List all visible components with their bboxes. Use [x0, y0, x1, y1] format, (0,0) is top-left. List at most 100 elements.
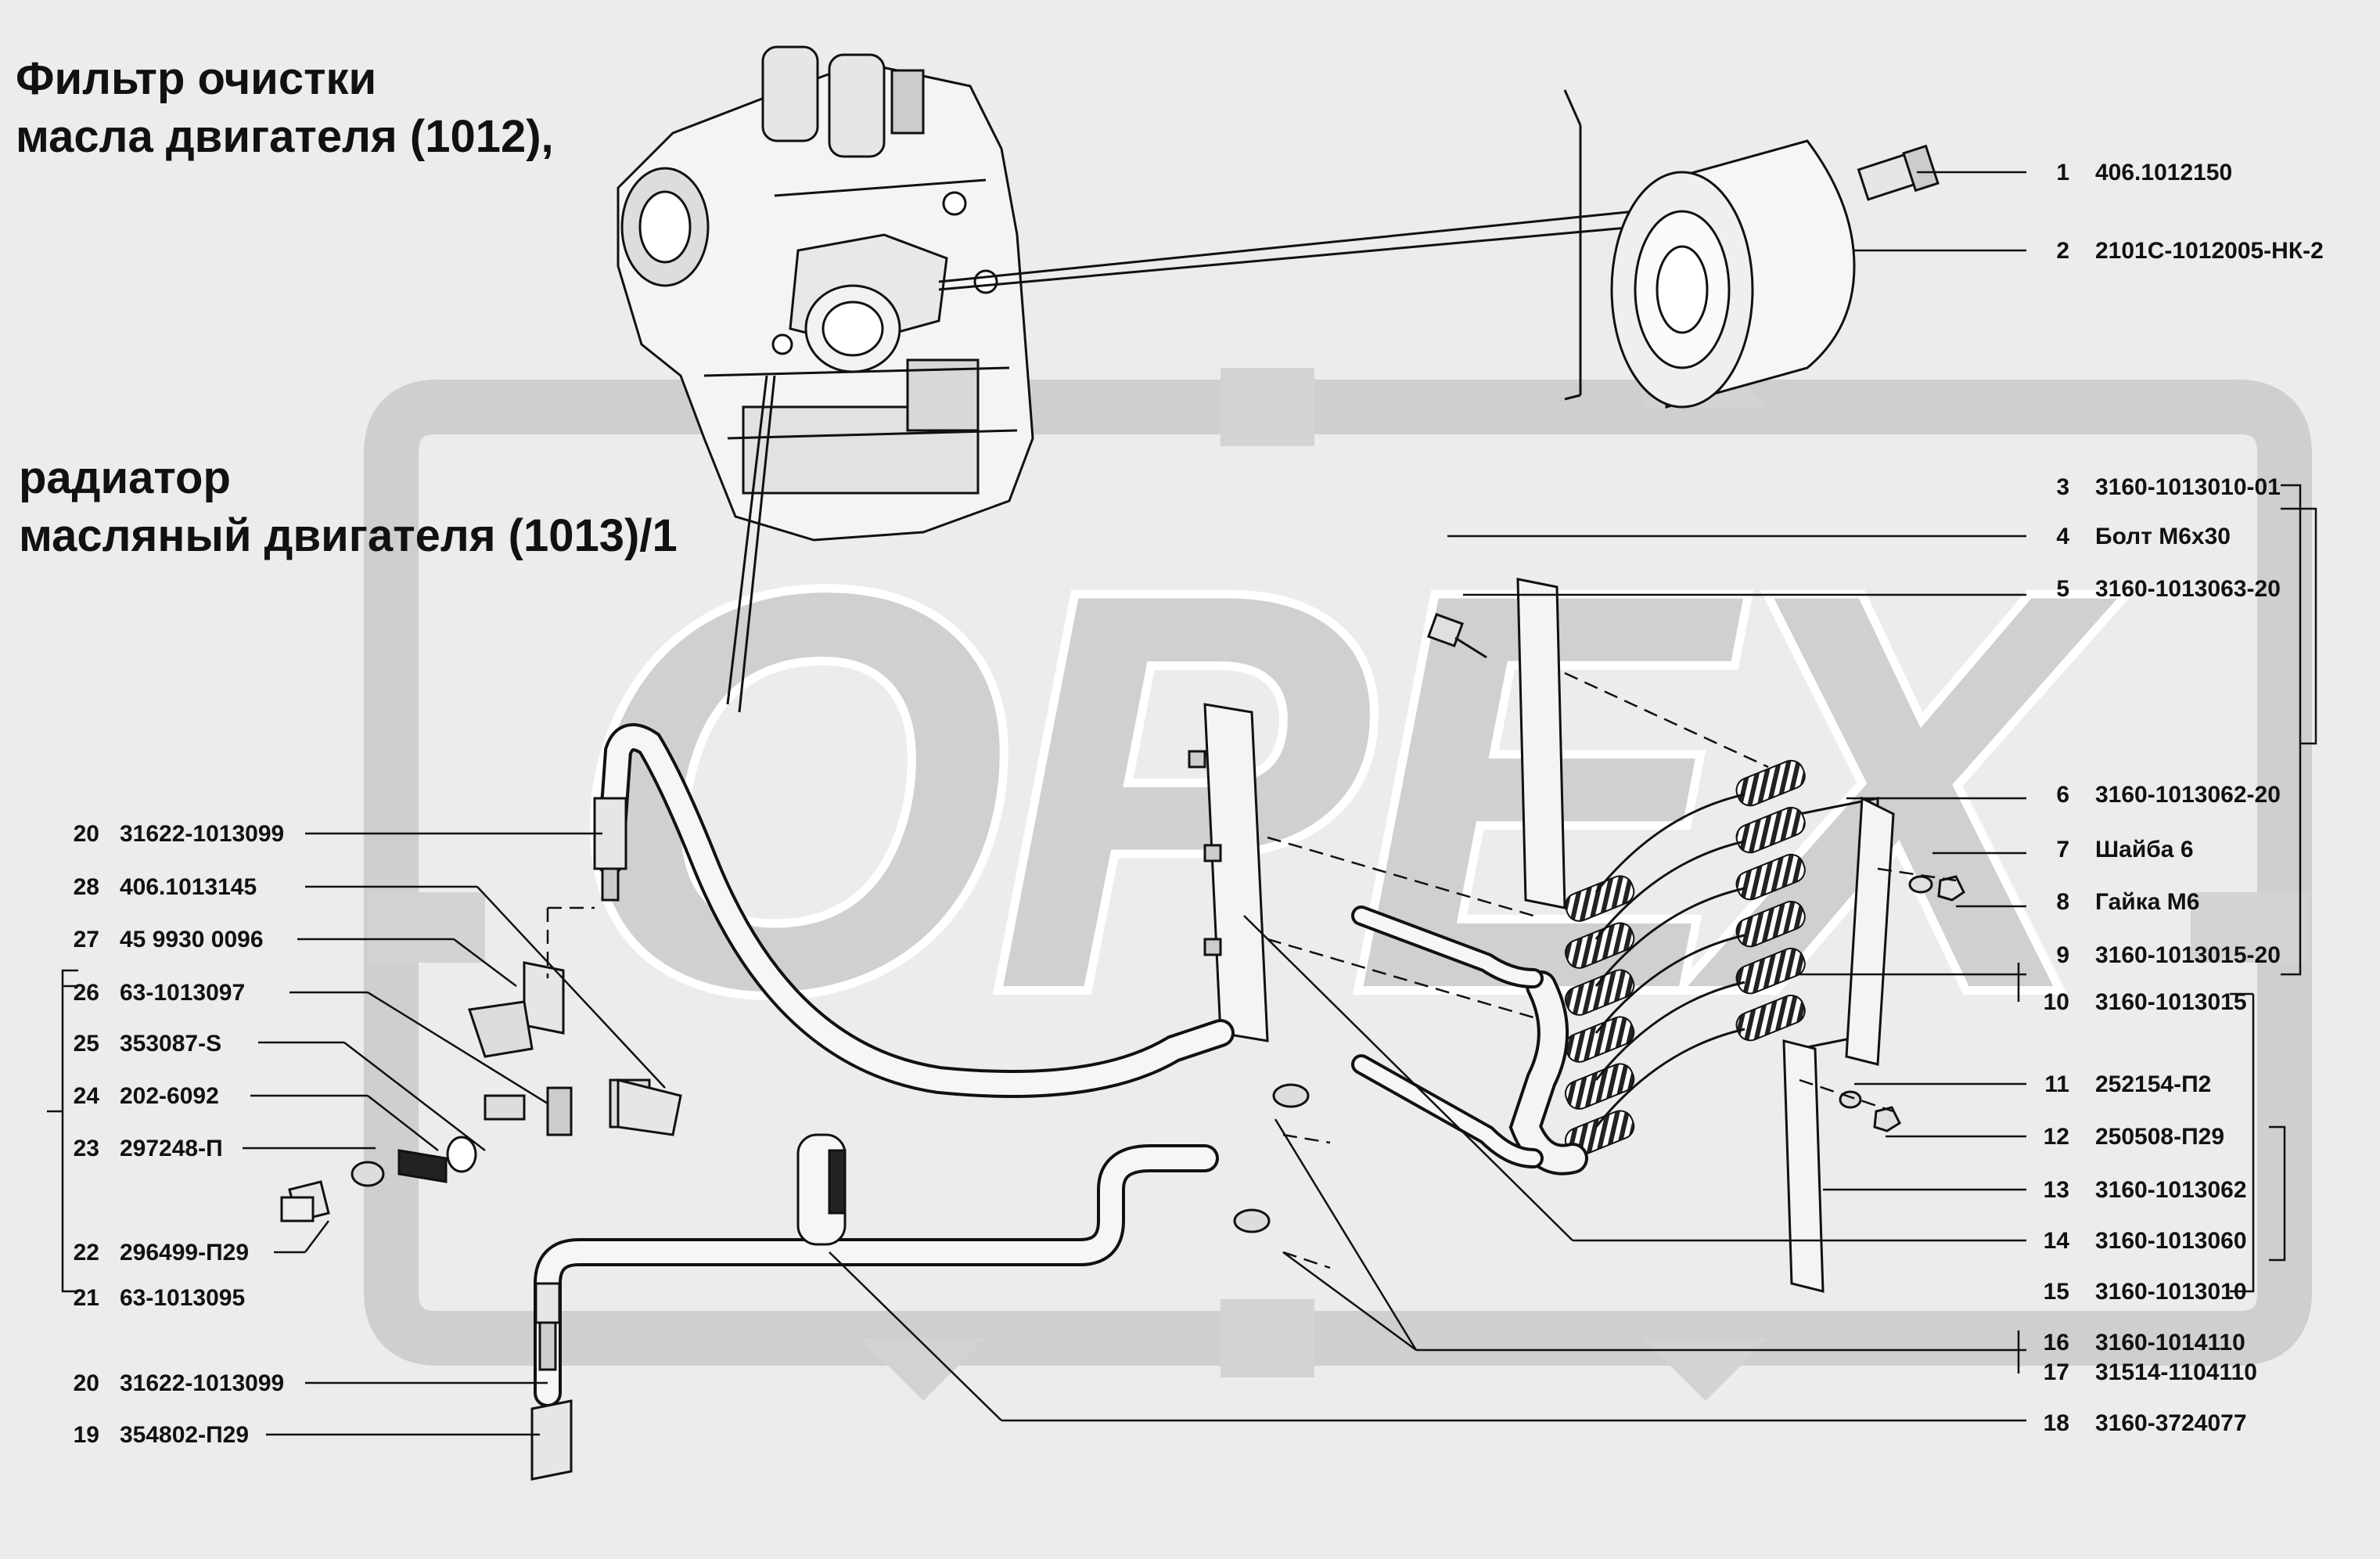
callout-17: 17 31514-1104110	[2044, 1359, 2257, 1385]
callout-number: 24	[74, 1083, 100, 1109]
callout-21: 21 63-1013095	[74, 1285, 246, 1311]
oil-lines	[534, 723, 1544, 1407]
oil-filter-fitting	[1857, 144, 1940, 201]
callout-part-code: 3160-1013010-01	[2095, 474, 2281, 500]
callout-part-code: Шайба 6	[2095, 837, 2194, 862]
callout-number: 5	[2056, 576, 2069, 602]
cooler-tube	[1594, 840, 1745, 940]
callout-part-code: 406.1012150	[2095, 160, 2232, 185]
callout-7: 7 Шайба 6	[2056, 837, 2193, 862]
callout-part-code: 3160-1013060	[2095, 1228, 2247, 1254]
callout-19: 19 354802-П29	[74, 1422, 249, 1448]
cooler-coil-lower	[1564, 1016, 1635, 1063]
callout-number: 22	[74, 1240, 99, 1266]
callout-part-code: Гайка М6	[2095, 889, 2199, 915]
title-line-4: масляный двигателя (1013)/1	[19, 510, 678, 561]
callout-part-code: 45 9930 0096	[120, 927, 264, 952]
callout-number: 12	[2044, 1124, 2069, 1150]
callout-part-code: 354802-П29	[120, 1422, 249, 1448]
title-line-3: радиатор	[19, 452, 231, 503]
callout-number: 20	[74, 1370, 99, 1396]
callout-18: 18 3160-3724077	[2044, 1410, 2247, 1436]
callout-number: 7	[2056, 837, 2069, 862]
callout-part-code: 3160-1013010	[2095, 1279, 2247, 1305]
callout-25: 25 353087-S	[74, 1031, 221, 1057]
callout-26: 26 63-1013097	[74, 980, 246, 1006]
callout-number: 16	[2044, 1330, 2069, 1356]
callout-part-code: 353087-S	[120, 1031, 221, 1057]
callout-part-code: 202-6092	[120, 1083, 219, 1109]
callout-27: 27 45 9930 0096	[74, 927, 264, 952]
callout-number: 9	[2056, 942, 2069, 968]
title-line-2: масла двигателя (1012),	[16, 111, 554, 162]
callout-number: 4	[2056, 524, 2069, 549]
cooler-tube	[1594, 1028, 1745, 1128]
cooler-tube	[1594, 793, 1745, 893]
callout-part-code: 3160-1013015-20	[2095, 942, 2281, 968]
callout-number: 23	[74, 1136, 99, 1161]
callout-number: 13	[2044, 1177, 2069, 1203]
callout-9: 9 3160-1013015-20	[2056, 942, 2281, 968]
cooler-tube	[1594, 887, 1745, 987]
callout-number: 18	[2044, 1410, 2069, 1436]
left-leader-lines	[243, 832, 666, 1436]
callout-part-code: 3160-3724077	[2095, 1410, 2247, 1436]
callout-24: 24 202-6092	[74, 1083, 219, 1109]
oil-cooler-radiator	[1508, 759, 1879, 1176]
callout-number: 17	[2044, 1359, 2069, 1385]
callout-16: 16 3160-1014110	[2044, 1330, 2245, 1356]
callout-13: 13 3160-1013062	[2044, 1177, 2247, 1203]
callout-part-code: 3160-1014110	[2095, 1330, 2245, 1356]
callout-10: 10 3160-1013015	[2044, 989, 2247, 1015]
cooler-coil-lower	[1564, 969, 1635, 1016]
callout-part-code: 296499-П29	[120, 1240, 249, 1266]
fasteners	[1426, 613, 1965, 1132]
callout-number: 20	[74, 821, 99, 847]
callout-part-code: 31514-1104110	[2095, 1359, 2257, 1385]
oil-filter-illustration	[1610, 139, 1856, 409]
callout-number: 21	[74, 1285, 99, 1311]
callout-number: 11	[2044, 1071, 2069, 1097]
engine-leader-lines	[726, 89, 1636, 713]
callout-part-code: 3160-1013062-20	[2095, 782, 2281, 808]
callout-part-code: 406.1013145	[120, 874, 257, 900]
bracket-plates	[1188, 578, 1895, 1293]
callout-number: 26	[74, 980, 99, 1006]
callout-number: 27	[74, 927, 99, 952]
callout-part-code: 2101С-1012005-НК-2	[2095, 238, 2324, 264]
cooler-tube	[1594, 981, 1745, 1081]
cooler-coil-lower	[1564, 922, 1635, 969]
cooler-tube	[1594, 934, 1745, 1034]
engine-block-illustration	[617, 45, 1034, 542]
callout-2: 2 2101С-1012005-НК-2	[2056, 238, 2324, 264]
callout-22: 22 296499-П29	[74, 1240, 249, 1266]
callout-number: 3	[2056, 474, 2069, 500]
group-braces	[47, 484, 2317, 1374]
callout-number: 19	[74, 1422, 99, 1448]
callout-number: 2	[2056, 238, 2069, 264]
callout-part-code: 63-1013097	[120, 980, 245, 1006]
callout-number: 10	[2044, 989, 2069, 1015]
callout-part-code: 3160-1013062	[2095, 1177, 2247, 1203]
callout-number: 25	[74, 1031, 99, 1057]
left-fittings	[280, 797, 1310, 1481]
callout-4: 4 Болт М6х30	[2056, 524, 2231, 549]
callout-part-code: 31622-1013099	[120, 821, 284, 847]
right-leader-lines	[829, 171, 2026, 1422]
callout-part-code: 250508-П29	[2095, 1124, 2224, 1150]
callout-part-code: Болт М6х30	[2095, 524, 2231, 549]
cooler-coil-lower	[1564, 1063, 1635, 1110]
callout-part-code: 297248-П	[120, 1136, 223, 1161]
callout-part-code: 3160-1013015	[2095, 989, 2247, 1015]
callout-part-code: 63-1013095	[120, 1285, 245, 1311]
